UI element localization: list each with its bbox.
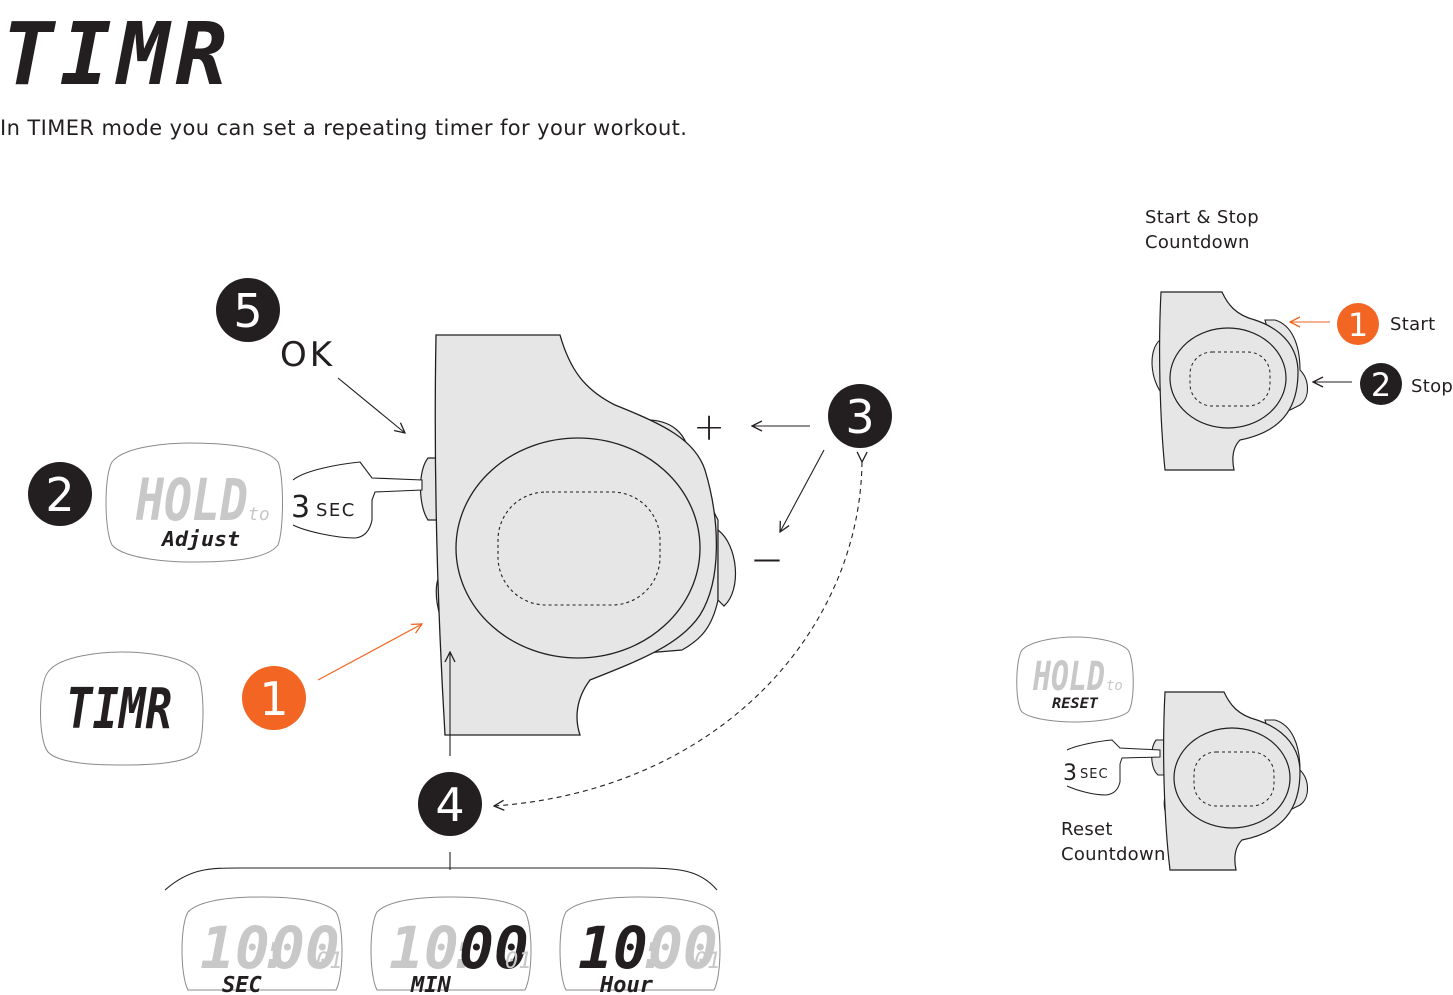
reset-heading: Reset Countdown — [1061, 817, 1166, 867]
reset-hold-count: 3 — [1063, 761, 1077, 786]
time-suffix: 01 — [316, 949, 343, 974]
time-suffix: 01 — [505, 949, 532, 974]
start-stop-heading-line2: Countdown — [1145, 232, 1250, 253]
ok-label: OK — [280, 335, 335, 375]
reset-sub-text: RESET — [1052, 696, 1099, 712]
time-minutes: 00 — [459, 914, 529, 982]
time-colon: : — [449, 922, 479, 980]
step-3-number: 3 — [845, 390, 874, 444]
hold-unit: SEC — [316, 500, 356, 521]
hold-adjust-display: HOLD to Adjust — [105, 442, 283, 563]
step-2-badge — [28, 462, 92, 526]
step-5: 5 OK — [216, 278, 405, 433]
step-1-number: 1 — [259, 672, 288, 726]
step-1: TIMR 1 — [40, 624, 423, 766]
timr-mode-display: TIMR — [40, 651, 204, 766]
reset-heading-line2: Countdown — [1061, 844, 1166, 865]
timr-display-text: TIMR — [66, 677, 172, 742]
reset-hold-text: HOLD — [1032, 654, 1105, 700]
start-stop-heading: Start & Stop Countdown — [1145, 205, 1259, 255]
stop-label: Stop — [1411, 376, 1453, 397]
time-colon: : — [638, 922, 668, 980]
start-step-number: 1 — [1348, 306, 1368, 344]
reset-hold-unit: SEC — [1080, 767, 1109, 782]
reset-heading-line1: Reset — [1061, 819, 1113, 840]
time-hours: 10 — [578, 914, 648, 982]
stop-step-badge — [1360, 363, 1402, 405]
hold-reset-display: HOLD to RESET — [1016, 636, 1134, 723]
step-3-badge — [828, 384, 892, 448]
time-unit-label: Hour — [599, 973, 654, 995]
small-watch-screen — [1189, 351, 1271, 407]
time-minutes: 00 — [270, 914, 340, 982]
step-4: 4 — [164, 652, 718, 891]
small-watch-reset: HOLD to RESET 3 SEC — [1016, 636, 1309, 871]
time-unit-label: SEC — [222, 973, 262, 995]
start-label: Start — [1390, 314, 1436, 335]
minus-arrow — [780, 449, 825, 532]
reset-to-text: to — [1106, 678, 1123, 694]
step-2: 2 HOLD to Adjust 3 SEC — [28, 442, 423, 563]
reset-finger-hold: 3 SEC — [1063, 739, 1161, 796]
start-stop-heading-line1: Start & Stop — [1145, 207, 1259, 228]
hold-text: HOLD — [135, 466, 248, 534]
stop-step-number: 2 — [1371, 366, 1391, 404]
step-3: 3 + — — [494, 384, 892, 806]
time-minutes: 00 — [648, 914, 718, 982]
hold-to-text: to — [248, 504, 270, 525]
step-1-badge — [242, 666, 306, 730]
adjust-text: Adjust — [160, 527, 240, 551]
start-step-badge — [1337, 303, 1379, 345]
page-title: TIMR — [2, 5, 233, 105]
minus-label: — — [753, 542, 781, 575]
step-1-arrow — [317, 624, 422, 681]
step-4-number: 4 — [435, 778, 464, 832]
step-4-badge — [418, 772, 482, 836]
time-colon: : — [260, 922, 290, 980]
main-watch — [419, 334, 737, 736]
time-hours: 10 — [200, 914, 270, 982]
step-5-badge — [216, 278, 280, 342]
intro-text: In TIMER mode you can set a repeating ti… — [0, 116, 688, 140]
step-2-number: 2 — [45, 468, 74, 522]
small-watch-start-stop: 1 2 — [1151, 291, 1402, 471]
finger-hold: 3 SEC — [291, 461, 423, 539]
time-unit-bracket — [164, 867, 718, 891]
step-5-number: 5 — [233, 284, 262, 338]
plus-label: + — [693, 405, 725, 449]
ok-arrow — [337, 377, 405, 433]
loop-arrow — [494, 462, 862, 806]
time-hours: 10 — [389, 914, 459, 982]
time-suffix: 01 — [694, 949, 721, 974]
time-unit-label: MIN — [410, 973, 451, 995]
hold-count: 3 — [291, 490, 310, 525]
